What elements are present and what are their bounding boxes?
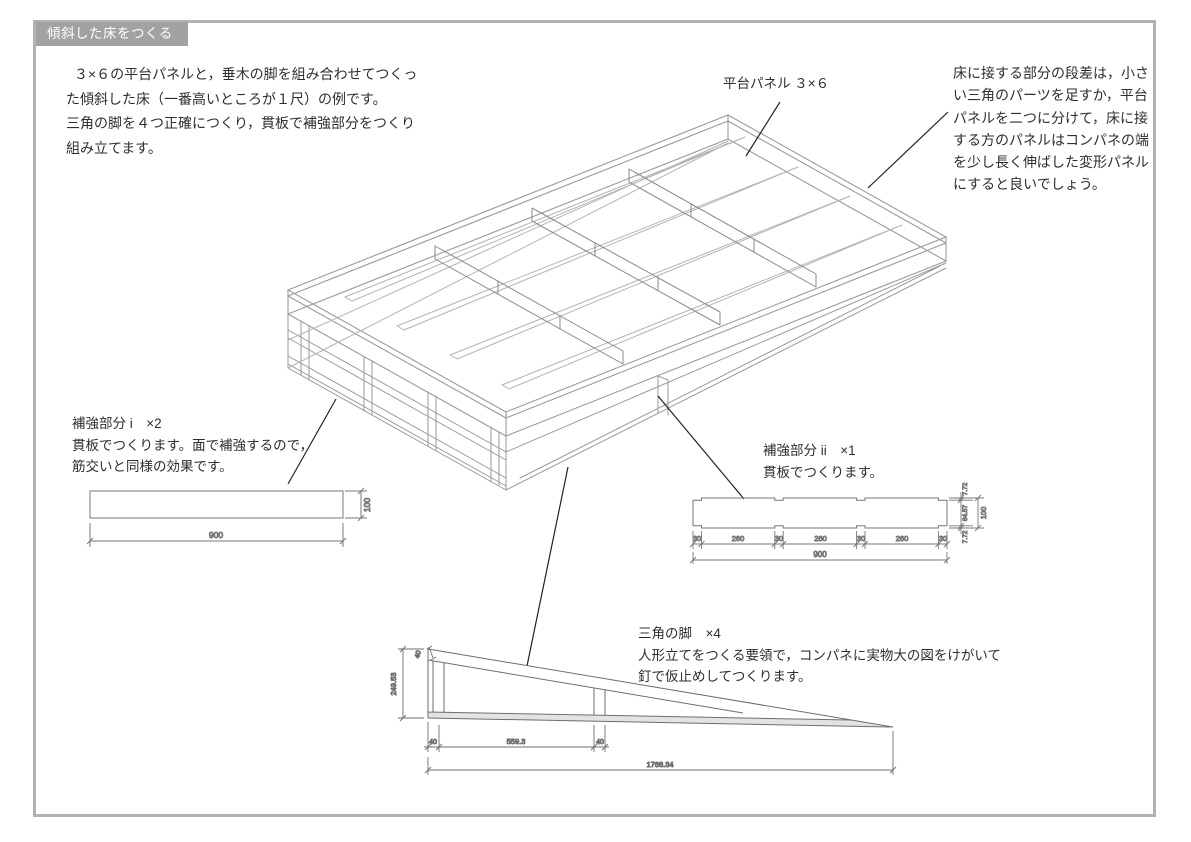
plank-i-outline [89,490,344,519]
part-i-desc: 貫板でつくります。面で補強するので， [72,437,314,453]
side-note: 床に接する部分の段差は，小さ い三角のパーツを足すか，平台 パネルを二つに分けて… [953,62,1149,196]
plank-ii-edge-dim: 7.72 [962,530,969,543]
part-i-callout: 補強部分 i ×2 貫板でつくります。面で補強するので， 筋交いと同様の効果です… [72,413,313,478]
intro-line: 組み立てます。 [66,139,162,156]
side-note-line: 床に接する部分の段差は，小さ [953,65,1149,81]
panel-top-surface [286,114,948,437]
page-frame [33,20,1156,817]
leg-total-dim: 1768.34 [646,760,673,769]
leg-board-dim: 40 [414,650,423,659]
plank-i-dim-lines [86,487,367,547]
plank-ii-seg-dim: 30 [939,534,947,543]
part-ii-title: 補強部分 ii ×1 [763,443,856,458]
intro-line: 三角の脚を４つ正確につくり，貫板で補強部分をつくり [66,115,416,131]
intro-line: ３×６の平台パネルと，垂木の脚を組み合わせてつくっ [74,66,418,82]
side-note-line: い三角のパーツを足すか，平台 [953,87,1148,104]
leg-outline [427,648,894,728]
plank-ii-total-dim: 900 [813,550,827,559]
part-i-title: 補強部分 i ×2 [72,416,162,431]
leg-drawing: 249.53 40 40 559.3 40 1768.34 [389,645,897,775]
plank-ii-seg-dim: 30 [775,534,783,543]
part-i-desc: 筋交いと同様の効果です。 [72,459,233,474]
plank-ii-outline [692,497,948,529]
cross-braces [434,168,817,365]
legs-desc: 人形立てをつくる要領で，コンパネに実物大の図をけがいて [638,647,1002,663]
leg-span-dim: 559.3 [507,737,526,746]
plank-ii-seg-dim: 260 [814,534,827,543]
plank-ii-dim-lines [689,492,984,564]
side-note-line: する方のパネルはコンパネの端 [953,131,1149,148]
side-note-line: パネルを二つに分けて，床に接 [953,109,1149,126]
title-tab: 傾斜した床をつくる [36,22,188,46]
plank-ii-seg-dim: 30 [857,534,865,543]
intro-paragraph: ３×６の平台パネルと，垂木の脚を組み合わせてつくっ た傾斜した床（一番高いところ… [66,62,417,160]
leg-height-dim: 249.53 [389,673,398,696]
far-side-lines [287,140,729,369]
legs-title: 三角の脚 ×4 [638,626,721,641]
plank-ii-seg-dim: 30 [693,534,701,543]
leg-wedges [344,136,903,390]
leg-bottom-board [428,712,893,727]
plank-i-height-dim: 100 [362,498,372,512]
part-ii-callout: 補強部分 ii ×1 貫板でつくります。 [763,440,883,483]
leg-post-dim: 40 [596,739,604,746]
near-side-face [505,262,947,491]
plank-ii-edge-dim: 7.72 [962,482,969,495]
plank-ii-height-dim: 100 [979,507,988,520]
plank-i-drawing: 900 100 [86,487,373,547]
panel-callout: 平台パネル ３×６ [723,76,830,91]
plank-ii-drawing: 30 260 30 260 30 260 30 900 7.72 84.57 7… [689,482,989,564]
legs-callout: 三角の脚 ×4 人形立てをつくる要領で，コンパネに実物大の図をけがいて 釘で仮止… [638,623,1001,688]
part-ii-desc: 貫板でつくります。 [763,464,884,480]
leg-post-dim: 40 [429,739,437,746]
plank-ii-seg-dim: 260 [732,534,745,543]
leg-dim-lines [398,645,897,775]
iso-platform-drawing [286,114,948,491]
intro-line: た傾斜した床（一番高いところが１尺）の例です。 [66,90,387,107]
plank-ii-mid-dim: 84.57 [962,504,969,521]
plank-ii-seg-dim: 260 [896,534,909,543]
legs-desc: 釘で仮止めしてつくります。 [638,669,812,684]
side-note-line: にすると良いでしょう。 [953,176,1106,193]
high-end-face [287,313,507,491]
page-title: 傾斜した床をつくる [47,26,173,41]
plank-i-length-dim: 900 [209,530,223,540]
leader-lines [287,101,949,667]
side-note-line: を少し長く伸ばした変形パネル [953,154,1149,171]
